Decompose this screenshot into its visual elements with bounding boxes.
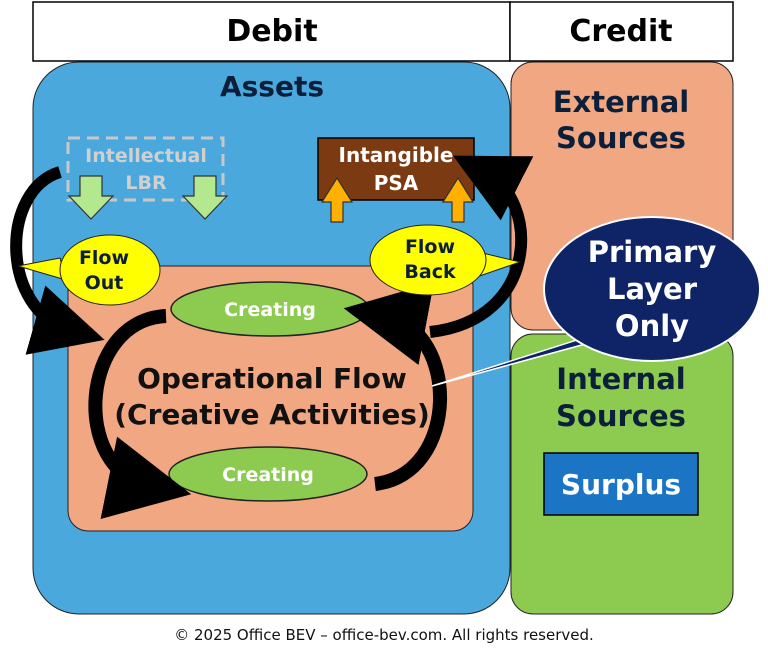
intellectual-line1: Intellectual — [85, 145, 207, 167]
surplus-label: Surplus — [561, 468, 681, 501]
flow-back-line1: Flow — [405, 236, 455, 258]
right-cycle-arrow — [343, 282, 447, 491]
debit-header-box — [32, 1, 511, 62]
intellectual-line2: LBR — [125, 172, 167, 194]
surplus-box — [543, 452, 699, 516]
left-cycle-arrow — [88, 309, 192, 519]
up-arrow-icon-left — [320, 176, 354, 223]
flow-back-arrow — [429, 155, 534, 338]
flow-back-line2: Back — [404, 261, 456, 283]
operational-line2: (Creative Activities) — [114, 398, 430, 431]
external-line1: External — [553, 85, 690, 119]
flow-out-bubble — [59, 234, 161, 306]
intellectual-lbr-box — [66, 136, 225, 202]
credit-header-box — [509, 1, 734, 62]
callout-line2: Layer — [607, 272, 698, 306]
credit-header: Credit — [569, 14, 672, 49]
flow-out-arrow — [10, 166, 105, 355]
flow-out-line1: Flow — [79, 247, 129, 269]
internal-line1: Internal — [556, 362, 685, 396]
primary-layer-callout — [543, 216, 761, 362]
debit-header: Debit — [226, 14, 317, 49]
operational-line1: Operational Flow — [137, 362, 407, 395]
creating-top-label: Creating — [224, 299, 316, 321]
copyright-footer: © 2025 Office BEV – office-bev.com. All … — [174, 626, 594, 644]
callout-line3: Only — [615, 309, 689, 343]
external-line2: Sources — [556, 121, 686, 155]
internal-line2: Sources — [556, 399, 686, 433]
assets-title: Assets — [220, 70, 324, 103]
flow-out-line2: Out — [85, 272, 124, 294]
callout-line1: Primary — [588, 235, 717, 269]
down-arrow-icon-left — [67, 175, 115, 220]
flow-back-bubble — [369, 224, 487, 296]
intangible-line1: Intangible — [339, 143, 454, 167]
creating-bottom-label: Creating — [222, 464, 314, 486]
intangible-line2: PSA — [374, 171, 419, 195]
down-arrow-icon-right — [181, 175, 229, 220]
